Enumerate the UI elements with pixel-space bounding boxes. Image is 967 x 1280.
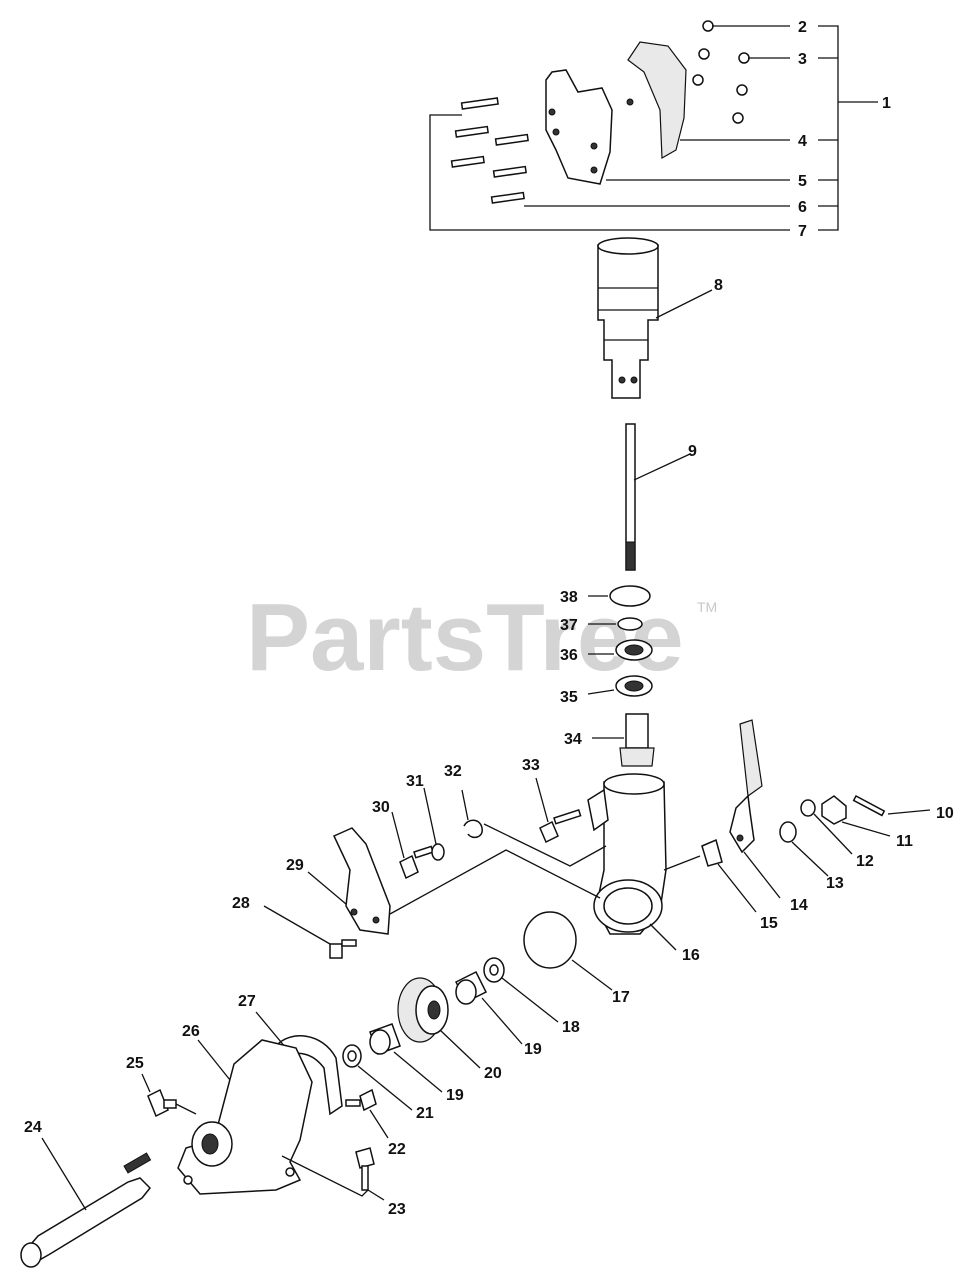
bearing-19-lower [369,1023,443,1093]
callout-7: 7 [798,223,807,240]
callout-14: 14 [790,897,808,914]
bolt [460,97,499,110]
washer-12 [800,799,853,855]
callout-21: 21 [416,1105,434,1122]
callout-10: 10 [936,805,954,822]
callout-32: 32 [444,763,462,780]
output-shaft-24 [20,1137,152,1268]
bolt-33 [535,777,582,844]
bolt [492,165,527,178]
nut [738,52,750,64]
callout-29: 29 [286,857,304,874]
lever-pin [701,838,757,913]
screw-22 [345,1088,389,1139]
bolt [490,191,525,204]
nut-11 [821,795,891,837]
nut [692,74,704,86]
screw-30 [391,811,434,880]
callout-12: 12 [856,853,874,870]
nut [732,112,744,124]
assembly-guide [483,823,607,867]
callout-31: 31 [406,773,424,790]
nut [698,48,710,60]
bevel-gear-20 [397,977,481,1069]
callout-15: 15 [760,915,778,932]
clamp-assembly [429,20,878,231]
assembly-guide [389,849,601,915]
callout-18: 18 [562,1019,580,1036]
bolt [454,125,489,138]
callout-23: 23 [388,1201,406,1218]
callout-11: 11 [896,833,913,850]
callout-19-lower: 19 [446,1087,464,1104]
gear-housing-26 [177,1039,369,1197]
callout-labels: 1 2 3 4 5 6 7 8 9 10 11 12 13 14 15 16 1… [24,19,954,1218]
callout-8: 8 [714,277,723,294]
drive-shaft [625,423,691,571]
gear-case [587,773,701,951]
callout-6: 6 [798,199,807,216]
callout-26: 26 [182,1023,200,1040]
grease-fitting-25 [141,1073,197,1118]
clamp-hole [548,108,556,116]
clip-32 [461,789,483,839]
callout-34: 34 [564,731,582,748]
o-ring-17 [523,911,613,991]
callout-3: 3 [798,51,807,68]
bolt [450,155,485,168]
clamp-hole [626,98,634,106]
bearing-stack [587,585,653,697]
callout-36: 36 [560,647,578,664]
clamp-half-front [545,69,613,185]
callout-17: 17 [612,989,630,1006]
callout-4: 4 [798,133,807,150]
pinion-gear [592,713,655,767]
tube-adapter [597,237,713,399]
nut [736,84,748,96]
washer-31 [423,787,445,861]
callout-9: 9 [688,443,697,460]
clamp-half-rear [627,41,687,160]
callout-1: 1 [882,95,891,112]
clamp-hole [552,128,560,136]
callout-20: 20 [484,1065,502,1082]
callout-16: 16 [682,947,700,964]
cotter-pin-10 [852,794,931,817]
callout-2: 2 [798,19,807,36]
watermark-text: PartsTree [246,584,684,691]
watermark-trademark: TM [697,599,717,615]
bearing-19-upper [454,970,523,1045]
callout-19-upper: 19 [524,1041,542,1058]
callout-25: 25 [126,1055,144,1072]
callout-38: 38 [560,589,578,606]
washer-21 [342,1044,413,1111]
washer-18 [483,957,559,1023]
bolt [494,133,529,146]
callout-30: 30 [372,799,390,816]
clamp-hole [590,142,598,150]
screw-23 [355,1147,385,1201]
callout-37: 37 [560,617,578,634]
callout-13: 13 [826,875,844,892]
callout-27: 27 [238,993,256,1010]
callout-24: 24 [24,1119,42,1136]
clamp-hole [590,166,598,174]
throttle-lever [729,719,781,899]
callout-5: 5 [798,173,807,190]
bolt-28 [263,905,357,959]
stay-bracket [307,827,391,935]
callout-22: 22 [388,1141,406,1158]
callout-33: 33 [522,757,540,774]
callout-35: 35 [560,689,578,706]
washer-13 [779,821,829,877]
callout-28: 28 [232,895,250,912]
nut [702,20,714,32]
